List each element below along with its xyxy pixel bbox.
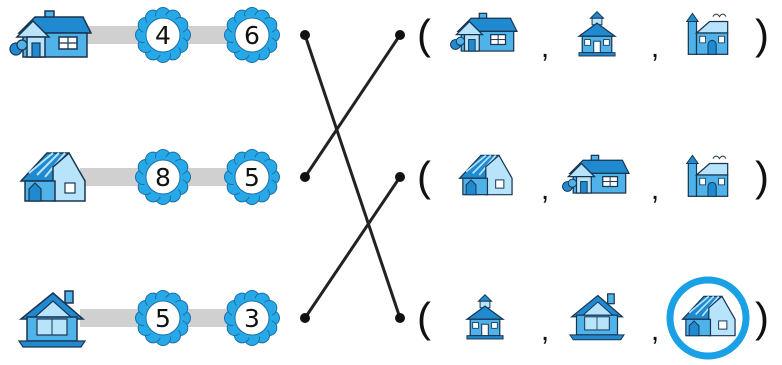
- separator-comma: ,: [541, 173, 549, 206]
- right-dot-row2: [395, 172, 405, 182]
- answer-circle-mark: [666, 276, 750, 360]
- match-line-row2-to-row1: [303, 34, 402, 178]
- number-flower-b: 5: [224, 149, 280, 205]
- row-3-gable-house-icon: [18, 290, 86, 348]
- number-flower-a: 8: [135, 149, 191, 205]
- number-flower-a: 5: [135, 290, 191, 346]
- number-flower-b-number: 5: [244, 163, 260, 192]
- separator-comma: ,: [651, 31, 659, 64]
- separator-comma: ,: [651, 173, 659, 206]
- left-dot-row3: [300, 313, 310, 323]
- number-flower-b: 3: [224, 290, 280, 346]
- close-paren: ): [755, 11, 769, 58]
- option-schoolhouse-icon: [578, 11, 616, 57]
- option-castle-house-icon: [686, 12, 729, 55]
- separator-comma: ,: [541, 31, 549, 64]
- right-dot-row1: [395, 30, 405, 40]
- right-option-rows: (),,(),,(),,: [417, 11, 769, 360]
- number-flower-b: 6: [224, 7, 280, 63]
- separator-comma: ,: [541, 314, 549, 347]
- number-flower-b-number: 6: [244, 21, 260, 50]
- number-flower-a-number: 5: [155, 304, 171, 333]
- open-paren: (: [417, 153, 431, 200]
- number-flower-a-number: 8: [155, 163, 171, 192]
- match-line-row3-to-row2: [303, 176, 402, 319]
- number-flower-a-number: 4: [155, 21, 171, 50]
- option-gable-house-icon: [569, 293, 625, 341]
- left-dot-row1: [300, 30, 310, 40]
- option-cottage-with-chimney-icon: [561, 154, 630, 194]
- option-tall-roof-house-icon: [458, 154, 513, 196]
- match-line-row1-to-row3: [303, 34, 402, 319]
- option-row-1: (),,: [417, 11, 769, 64]
- option-tall-roof-house-icon: [681, 295, 736, 337]
- open-paren: (: [417, 11, 431, 58]
- open-paren: (: [417, 294, 431, 341]
- matching-lines: [300, 30, 405, 323]
- option-schoolhouse-icon: [466, 294, 504, 340]
- option-row-3: (),,: [417, 293, 769, 347]
- option-castle-house-icon: [686, 154, 729, 197]
- row-2-tall-roof-house-icon: [20, 152, 86, 202]
- separator-comma: ,: [651, 314, 659, 347]
- row-1-cottage-with-chimney-icon: [9, 10, 92, 58]
- left-dot-row2: [300, 172, 310, 182]
- right-dot-row3: [395, 313, 405, 323]
- close-paren: ): [755, 294, 769, 341]
- option-row-2: (),,: [417, 153, 769, 206]
- option-cottage-with-chimney-icon: [449, 12, 518, 52]
- close-paren: ): [755, 153, 769, 200]
- number-flower-b-number: 3: [244, 304, 260, 333]
- number-flower-a: 4: [135, 7, 191, 63]
